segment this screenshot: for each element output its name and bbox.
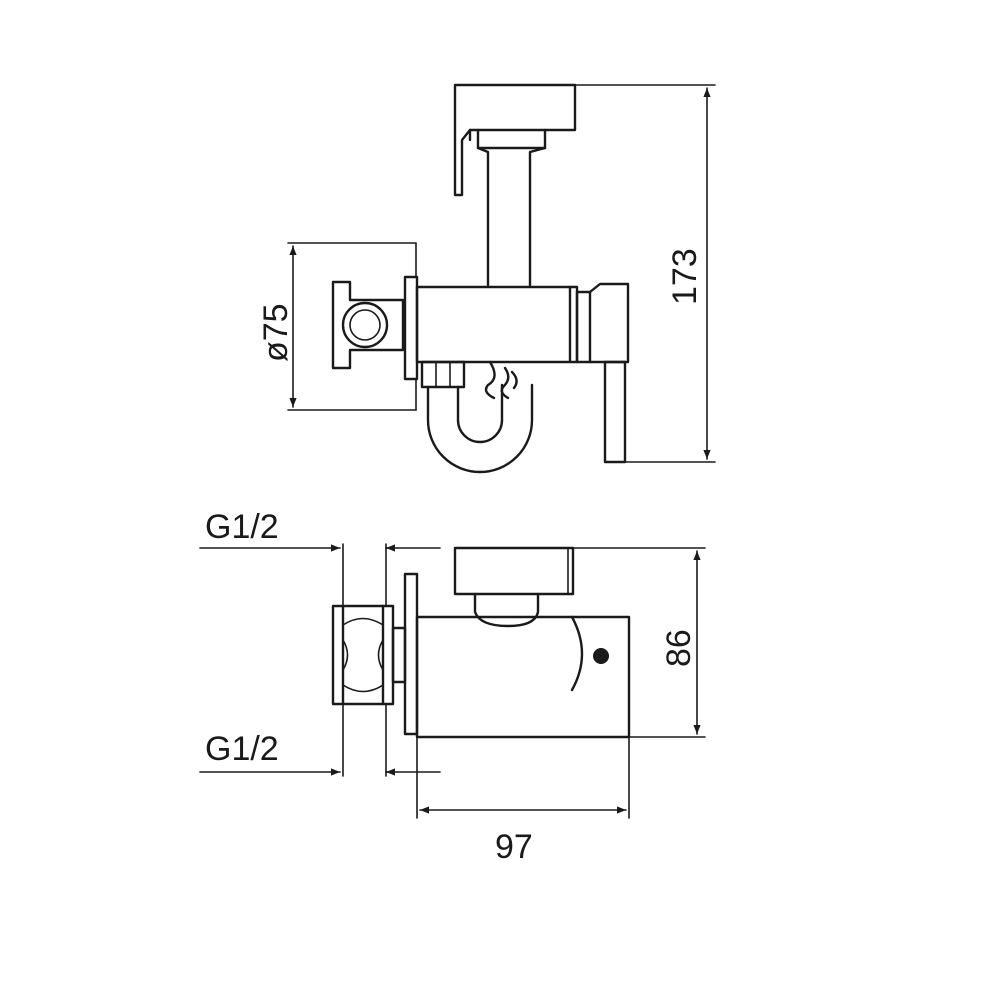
height-label: 173 [666, 248, 704, 305]
side-view: G1/2 G1/2 86 97 [199, 508, 706, 866]
front-view: ø75 173 [257, 83, 716, 474]
wall-plate [403, 275, 419, 381]
thread-dimension-bottom: G1/2 [199, 703, 441, 777]
valve-body-side [415, 615, 631, 739]
thread-label-top: G1/2 [205, 508, 279, 546]
depth-dimension: 86 [572, 547, 706, 738]
depth-label: 86 [660, 629, 698, 667]
wall-plate-side [403, 572, 419, 736]
height-dimension: 173 [575, 84, 716, 463]
wall-bracket [331, 280, 405, 370]
width-label: 97 [495, 828, 533, 866]
hose-nut [420, 360, 466, 389]
lever-handle [575, 282, 630, 464]
button-dot [593, 648, 609, 664]
shower-head-side [453, 546, 575, 628]
valve-body [415, 285, 579, 364]
shower-stem [476, 128, 547, 287]
thread-dimension-top: G1/2 [199, 508, 441, 607]
thread-label-bottom: G1/2 [205, 730, 279, 768]
width-dimension: 97 [416, 736, 630, 866]
diameter-label: ø75 [257, 303, 295, 362]
diameter-dimension: ø75 [257, 242, 417, 411]
inlet-fitting [331, 604, 407, 706]
shower-head [453, 83, 577, 197]
hose-loop [426, 360, 534, 474]
